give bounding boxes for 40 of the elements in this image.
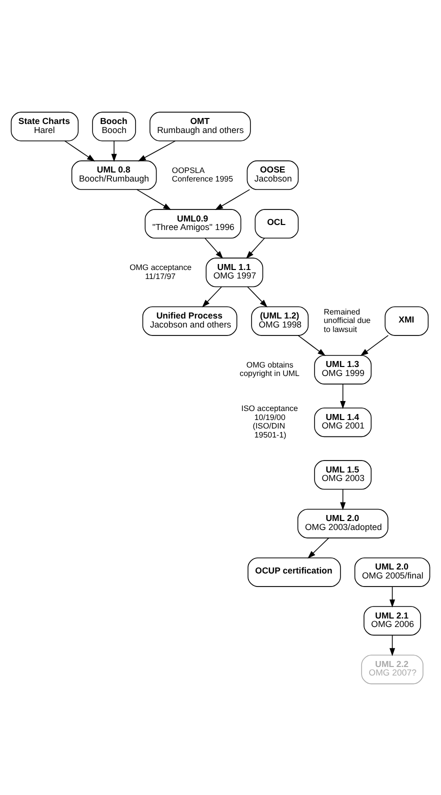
node-box: UML 2.0 OMG 2005/final [354,556,430,586]
node-box: UML 1.3 OMG 1999 [314,354,372,384]
arrow [340,488,346,510]
node-label: OOPSLA Conference 1995 [172,165,234,184]
arrow [214,188,250,210]
arrow [246,237,265,258]
node-box: UML 1.4 OMG 2001 [314,407,372,437]
arrow [340,383,346,408]
arrow [308,537,330,558]
arrow [111,140,117,162]
arrow [298,334,326,356]
arrow [247,286,268,307]
node-box: UML 0.8 Booch/Rumbaugh [71,160,157,190]
node-box: UML 1.1 OMG 1997 [206,257,264,287]
node-label: OMG acceptance 11/17/97 [130,262,192,280]
arrow [360,334,389,356]
node-box: OCL [254,208,299,238]
node-box: OCUP certification [248,556,341,586]
node-box: OMT Rumbaugh and others [150,111,251,141]
node-box: UML 2.1 OMG 2006 [364,606,421,636]
node-box: Booch Booch [92,111,136,141]
node-box: Unified Process Jacobson and others [142,306,238,336]
node-label: OMG obtains copyright in UML [240,360,300,378]
arrow [136,188,172,210]
node-box: State Charts Harel [10,111,79,141]
node-box: UML0.9 "Three Amigos" 1996 [144,208,242,238]
node-label: ISO acceptance 10/19/00 (ISO/DIN 19501-1) [241,404,298,439]
arrow [204,237,224,258]
node-box: OOSE Jacobson [246,160,299,190]
arrow [64,140,96,161]
node-box: UML 2.2 OMG 2007? [361,654,424,684]
arrow [390,634,396,656]
arrow [202,286,222,307]
node-label: Remained unofficial due to lawsuit [324,306,371,334]
node-box: XMI [384,306,429,336]
node-box: (UML 1.2) OMG 1998 [251,306,309,336]
arrow [138,140,176,161]
node-box: UML 1.5 OMG 2003 [314,460,372,490]
arrow [390,586,396,607]
node-box: UML 2.0 OMG 2003/adopted [297,508,388,538]
